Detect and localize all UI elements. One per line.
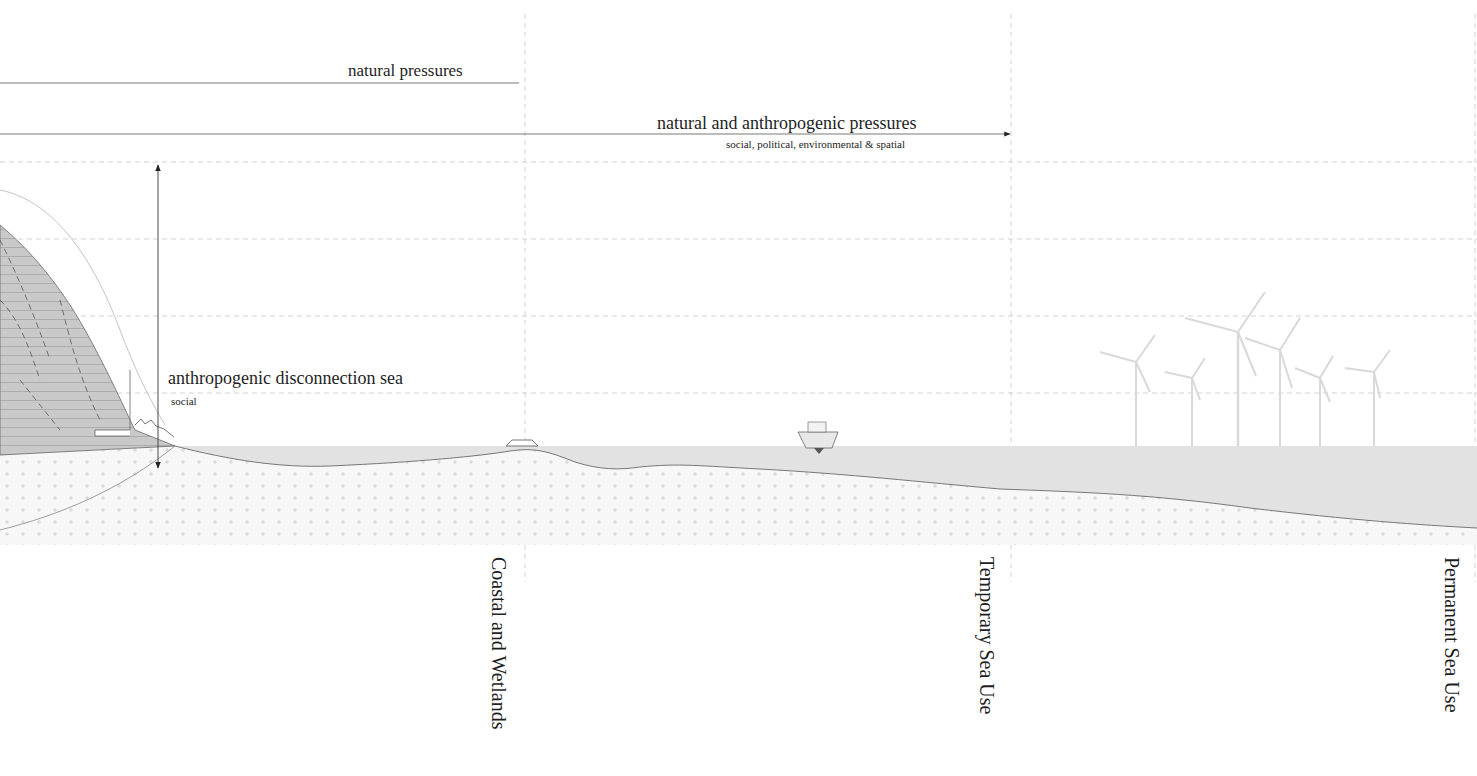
zone-label: Permanent Sea Use	[1441, 557, 1463, 713]
wind-turbines	[1100, 292, 1390, 446]
pressure-subtitle: social, political, environmental & spati…	[726, 138, 905, 150]
disconnection-subtitle: social	[171, 395, 197, 407]
boat	[798, 422, 838, 454]
seabed-line	[175, 446, 1477, 528]
zone-label: Coastal and Wetlands	[488, 557, 510, 729]
seabed	[0, 446, 1477, 545]
cliff	[0, 225, 175, 455]
coastal-structure	[506, 440, 538, 446]
disconnection-arrow	[158, 165, 159, 468]
disconnection-label: anthropogenic disconnection sea	[168, 369, 403, 389]
pressure-arrow	[0, 134, 1010, 135]
sea	[0, 446, 1477, 545]
pressure-label: natural and anthropogenic pressures	[657, 114, 916, 134]
zone-label: Temporary Sea Use	[976, 557, 998, 714]
pressure-label: natural pressures	[348, 62, 463, 81]
pressure-line	[0, 83, 519, 84]
guide-lines	[0, 14, 1477, 582]
